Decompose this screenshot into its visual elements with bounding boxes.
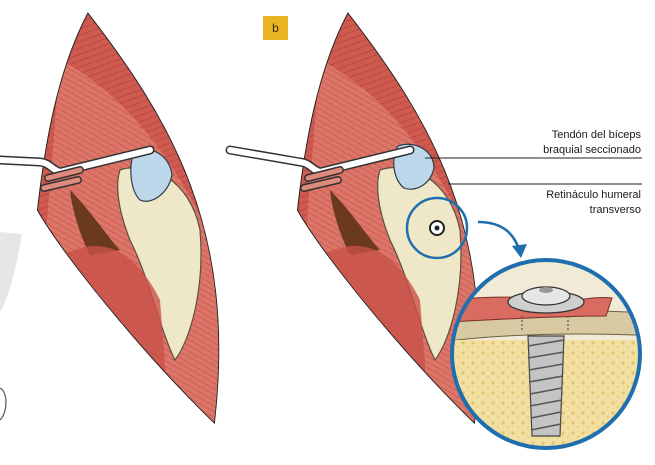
background-shape bbox=[0, 232, 22, 312]
anchor-site-circle bbox=[405, 196, 469, 260]
callout-line: braquial seccionado bbox=[543, 144, 641, 156]
callout-tendon-label: Tendón del bíceps braquial seccionado bbox=[543, 128, 641, 158]
left-humeral-head bbox=[117, 166, 202, 362]
zoom-anchor-screw bbox=[527, 335, 565, 437]
zoom-anchor-head bbox=[507, 286, 585, 314]
left-biceps-tendon bbox=[130, 148, 173, 202]
callout-retinaculum-label: Retináculo humeral transverso bbox=[546, 188, 641, 218]
zoom-arrowhead bbox=[512, 244, 527, 258]
left-retractor bbox=[0, 145, 155, 192]
callout-line: transverso bbox=[589, 204, 641, 216]
left-dark-cavity bbox=[70, 190, 120, 255]
right-dark-cavity bbox=[330, 190, 380, 255]
panel-label-badge: b bbox=[263, 16, 288, 40]
callout-line: Tendón del bíceps bbox=[551, 129, 641, 141]
right-retractor bbox=[225, 145, 415, 192]
panel-label: b bbox=[272, 21, 279, 35]
right-humeral-head bbox=[377, 166, 462, 362]
callout-line: Retináculo humeral bbox=[546, 189, 641, 201]
background-arc bbox=[0, 387, 7, 421]
zoom-circle-border bbox=[450, 258, 642, 450]
left-operative-field bbox=[0, 12, 220, 425]
